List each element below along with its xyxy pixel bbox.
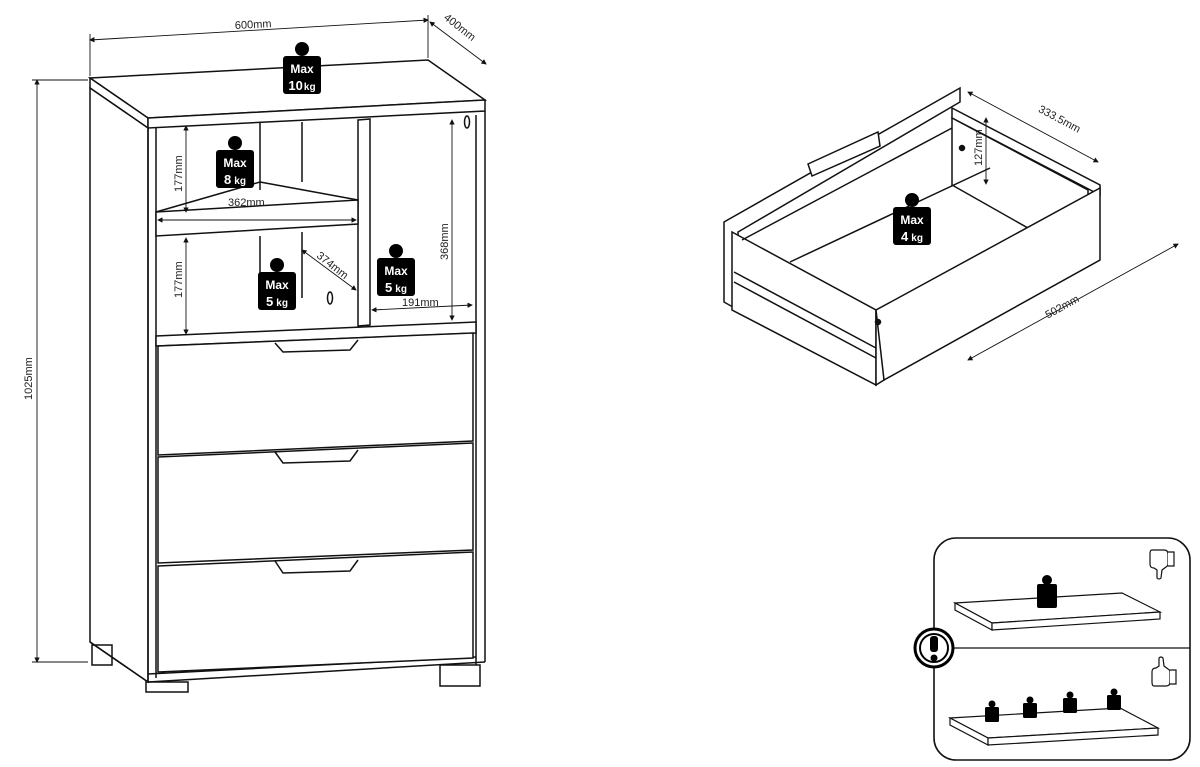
svg-text:Max: Max bbox=[265, 278, 289, 292]
cabinet-depth-label: 400mm bbox=[441, 12, 477, 44]
side-compartment-width-label: 191mm bbox=[402, 297, 439, 309]
thumbs-down-icon bbox=[1149, 549, 1175, 580]
load-distribution-panel bbox=[913, 537, 1191, 761]
svg-text:5kg: 5kg bbox=[266, 294, 288, 309]
weight-badge-top: Max 10kg bbox=[283, 42, 321, 94]
weight-icon bbox=[1037, 575, 1057, 608]
distributed-load-shelf bbox=[947, 707, 1161, 746]
svg-text:8kg: 8kg bbox=[224, 172, 246, 187]
lower-shelf-height-label: 177mm bbox=[173, 261, 185, 298]
svg-text:Max: Max bbox=[223, 156, 247, 170]
weight-icon bbox=[1063, 691, 1077, 713]
thumbs-up-icon bbox=[1151, 656, 1177, 687]
cabinet-drawing bbox=[87, 59, 488, 693]
shelf-depth-label: 374mm bbox=[314, 250, 350, 282]
svg-text:5kg: 5kg bbox=[385, 280, 407, 295]
cabinet-width-label: 600mm bbox=[235, 18, 272, 32]
drawer-width-label: 333.5mm bbox=[1036, 103, 1082, 135]
svg-text:Max: Max bbox=[900, 213, 924, 227]
cabinet-dimensions bbox=[32, 15, 487, 663]
upper-shelf-height-label: 177mm bbox=[173, 155, 185, 192]
weight-icon bbox=[1023, 696, 1037, 718]
concentrated-load-shelf bbox=[952, 592, 1163, 632]
weight-icon bbox=[1107, 688, 1121, 710]
svg-text:Max: Max bbox=[290, 62, 314, 76]
exclamation-icon bbox=[913, 627, 955, 669]
shelf-width-label: 362mm bbox=[228, 197, 265, 209]
cabinet-height-label: 1025mm bbox=[23, 357, 35, 400]
drawer-length-label: 502mm bbox=[1043, 293, 1081, 321]
drawer-dimensions bbox=[967, 91, 1179, 361]
side-compartment-height-label: 368mm bbox=[439, 223, 451, 260]
svg-text:Max: Max bbox=[384, 264, 408, 278]
weight-icon bbox=[985, 700, 999, 722]
svg-text:4kg: 4kg bbox=[901, 229, 923, 244]
svg-text:10kg: 10kg bbox=[288, 78, 315, 93]
drawer-height-label: 127mm bbox=[973, 129, 985, 166]
